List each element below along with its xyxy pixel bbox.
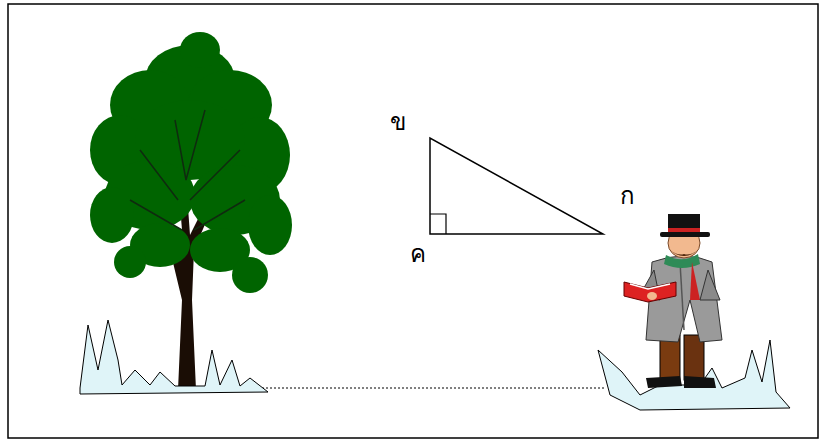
vertex-label: ข <box>390 108 406 137</box>
vertex-label: ค <box>410 240 426 269</box>
grass <box>80 320 268 394</box>
ground-line <box>250 388 605 389</box>
vertex-label: ก <box>620 182 635 211</box>
tree <box>90 32 292 390</box>
right-triangle <box>430 138 603 234</box>
man-figure <box>624 214 722 388</box>
frame <box>8 4 818 438</box>
